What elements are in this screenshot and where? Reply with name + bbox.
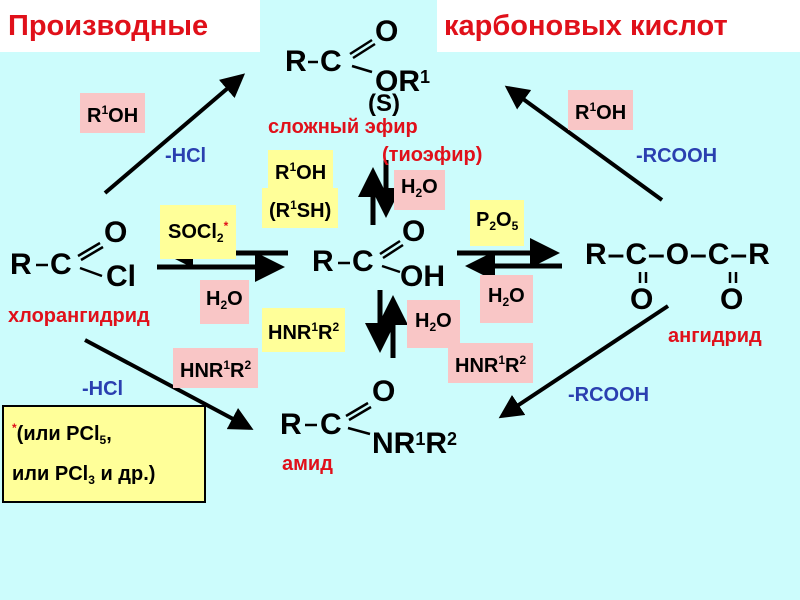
amide-c: C (320, 408, 342, 441)
reagent-h2o-center: H2O (407, 300, 460, 348)
anhydride-o2: O (720, 283, 744, 316)
amide-name: амид (282, 453, 333, 475)
title-right: карбоновых кислот (437, 0, 800, 52)
chloride-cl: Cl (106, 260, 136, 293)
chloride-o: O (104, 216, 128, 249)
byproduct-hcl-bottom: -HCl (82, 378, 124, 400)
anhydride-o1: O (630, 283, 654, 316)
title-left: Производные (0, 0, 260, 52)
arrow-anhydride-to-amide (498, 304, 670, 419)
reagent-r1oh-left: R1OH (80, 93, 146, 133)
anhydride-name: ангидрид (668, 325, 762, 347)
reagent-h2o-right: H2O (480, 275, 533, 323)
reagent-h2o-top: H2O (394, 170, 445, 210)
footnote-box: *(или PCl5, или PCl3 и др.) (2, 405, 206, 503)
chloride-name: хлорангидрид (8, 305, 150, 327)
anhydride-formula: R–C–O–C–R (585, 238, 771, 271)
acid-o: O (402, 215, 426, 248)
reagent-r1oh-center: R1OH (268, 150, 334, 190)
amide-n: NR1R2 (372, 427, 458, 460)
reagent-r1sh: (R1SH) (262, 188, 339, 228)
acid-oh: OH (400, 260, 445, 293)
ester-name: сложный эфир (268, 116, 418, 138)
reagent-r1oh-right: R1OH (568, 90, 634, 130)
amide-r: R (280, 408, 302, 441)
amide-o: O (372, 375, 396, 408)
chloride-c: C (50, 248, 72, 281)
thioester-name: (тиоэфир) (382, 144, 483, 166)
arrow-anhydride-to-ester (504, 85, 664, 202)
reagent-h2o-left: H2O (200, 280, 249, 324)
reagent-hnr-right: HNR1R2 (448, 343, 534, 383)
arrow-chloride-to-amide (84, 338, 254, 430)
acid-r: R (312, 245, 334, 278)
footnote-line-1: *(или PCl5, (12, 421, 112, 447)
footnote-line-2: или PCl3 и др.) (12, 463, 156, 487)
reagent-hnr-yellow: HNR1R2 (262, 308, 346, 352)
ester-o: O (375, 15, 399, 48)
ester-r: R (285, 45, 307, 78)
reagent-p2o5: P2O5 (470, 200, 525, 246)
ester-or: OR1 (375, 65, 431, 98)
chloride-r: R (10, 248, 32, 281)
byproduct-rcooh-top: -RCOOH (636, 145, 718, 167)
acid-c: C (352, 245, 374, 278)
arrow-chloride-to-ester (103, 73, 246, 195)
byproduct-rcooh-bottom: -RCOOH (568, 384, 650, 406)
ester-c: C (320, 45, 342, 78)
reagent-socl2: SOCl2* (160, 205, 237, 259)
reagent-hnr-left: HNR1R2 (173, 348, 259, 388)
ester-s: (S) (368, 90, 400, 117)
byproduct-hcl-top: -HCl (165, 145, 207, 167)
